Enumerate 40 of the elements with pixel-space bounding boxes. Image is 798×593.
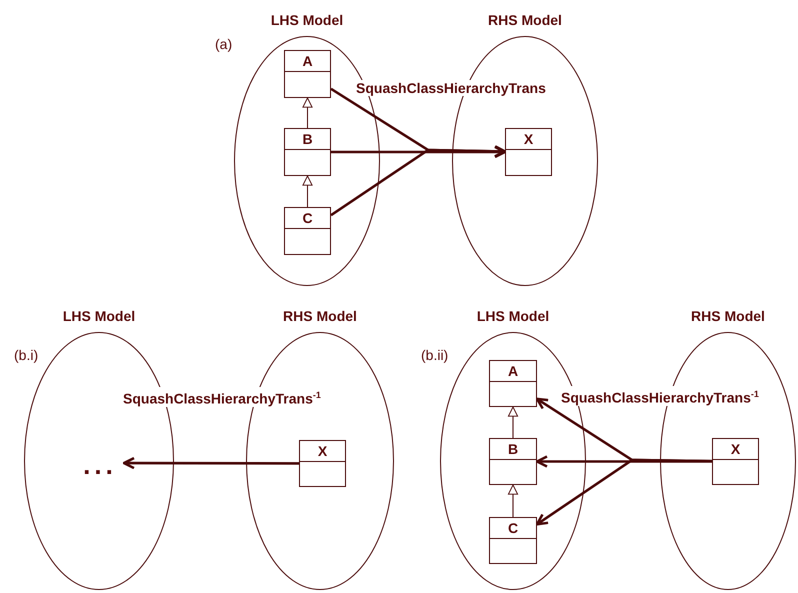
edge-label: SquashClassHierarchyTrans$^{-1}$ [122, 387, 322, 407]
class-name: A [508, 363, 518, 379]
class-name: X [524, 131, 534, 147]
panel-label: (a) [215, 36, 232, 52]
class-box [489, 517, 537, 564]
transformation-arrow [331, 146, 506, 158]
model-title: LHS Model [476, 308, 550, 324]
transformation-arrow [330, 145, 506, 216]
transformation-arrow [122, 456, 299, 470]
inheritance-arrow [508, 406, 518, 438]
class-box [489, 360, 537, 407]
class-name: C [302, 210, 313, 226]
inheritance-arrow [302, 176, 313, 208]
class-box [284, 207, 331, 255]
ellipsis-text: ... [76, 448, 124, 478]
edge-label: SquashClassHierarchyTrans$^{-1}$ [560, 386, 760, 406]
inheritance-arrow [302, 98, 313, 128]
model-title: RHS Model [283, 308, 357, 324]
model-title: LHS Model [62, 308, 136, 324]
model-title: RHS Model [691, 308, 765, 324]
panel-label: (b.i) [14, 347, 38, 363]
class-box [284, 50, 331, 98]
model-title: LHS Model [270, 12, 344, 28]
class-name: B [302, 131, 313, 147]
transformation-arrow [536, 458, 712, 526]
panel-label: (b.ii) [421, 347, 448, 363]
class-name: A [302, 53, 313, 69]
transformation-arrow [536, 455, 712, 468]
class-name: C [508, 520, 518, 536]
class-box [505, 128, 552, 176]
class-name: X [730, 441, 740, 457]
class-box [284, 128, 331, 176]
class-box [489, 438, 537, 485]
class-name: X [318, 443, 328, 459]
model-title: RHS Model [488, 12, 562, 28]
inheritance-arrow [508, 484, 518, 518]
class-name: B [508, 441, 518, 457]
class-box [712, 438, 759, 485]
edge-label: SquashClassHierarchyTrans [355, 80, 547, 96]
class-box [299, 440, 346, 487]
